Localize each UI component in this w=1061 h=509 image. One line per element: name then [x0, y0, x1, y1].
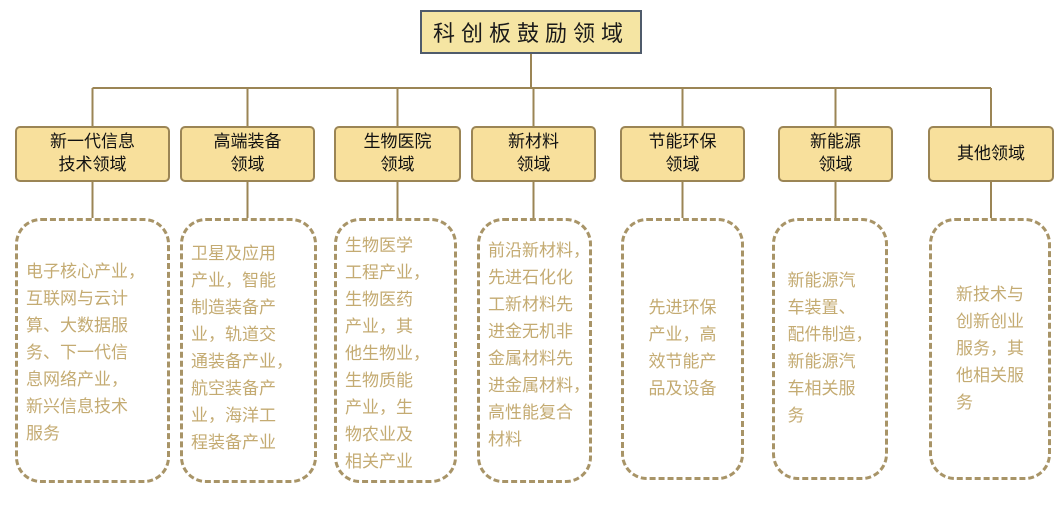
detail-text-line: 服务，其	[956, 338, 1024, 359]
detail-text-line: 先进石化化	[488, 268, 573, 288]
detail-text-line: 物农业及	[345, 425, 413, 445]
detail-box-7: 新技术与创新创业服务，其他相关服务	[929, 218, 1051, 480]
detail-text-line: 程装备产业	[191, 433, 276, 453]
detail-text-line: 创新创业	[956, 311, 1024, 332]
category-node-3: 生物医院领域	[334, 126, 461, 182]
detail-text-line: 前沿新材料，	[488, 241, 590, 261]
detail-text-line: 品及设备	[648, 379, 717, 399]
category-node-7: 其他领域	[928, 126, 1054, 182]
category-label-line: 新材料	[508, 132, 559, 152]
category-label-line: 节能环保	[648, 132, 717, 152]
detail-text-line: 通装备产业，	[191, 352, 293, 372]
detail-text-line: 算、大数据服	[26, 316, 128, 336]
detail-text-line: 制造装备产	[191, 298, 276, 318]
category-label-line: 技术领域	[58, 155, 127, 175]
detail-text-line: 高性能复合	[488, 403, 573, 423]
detail-box-4: 前沿新材料， 先进石化化工新材料先进金无机非金属材料先进金属材料， 高性能复合材料	[477, 218, 592, 483]
detail-text-line: 工程产业，	[345, 263, 430, 283]
detail-text-line: 卫星及应用	[191, 244, 276, 264]
detail-text-line: 先进环保	[648, 298, 717, 318]
detail-text-line: 互联网与云计	[26, 289, 128, 309]
detail-text-line: 务	[956, 392, 973, 413]
detail-text-line: 金属材料先	[488, 349, 573, 369]
category-label-line: 新一代信息	[50, 132, 135, 152]
detail-box-6: 新能源汽车装置、配件制造，新能源汽车相关服务	[772, 218, 888, 480]
detail-text-line: 生物医学	[345, 236, 413, 256]
detail-box-5: 先进环保产业，高效节能产品及设备	[621, 218, 744, 480]
detail-text-line: 配件制造，	[787, 325, 873, 345]
detail-text-line: 产业，生	[345, 398, 413, 418]
category-label-line: 新能源	[810, 132, 861, 152]
detail-text-line: 务、下一代信	[26, 343, 128, 363]
category-label-line: 领域	[230, 155, 265, 175]
detail-text-line: 新能源汽	[787, 271, 856, 291]
detail-text-line: 务	[787, 406, 805, 426]
category-label-line: 其他领域	[957, 143, 1025, 164]
detail-text-line: 产业，高	[648, 325, 717, 345]
detail-text-line: 产业，智能	[191, 271, 276, 291]
category-label-line: 领域	[516, 155, 551, 175]
detail-text-line: 他生物业，	[345, 344, 430, 364]
category-node-1: 新一代信息技术领域	[15, 126, 170, 182]
detail-text-line: 电子核心产业，	[26, 262, 145, 282]
detail-text-line: 息网络产业，	[26, 370, 128, 390]
detail-text-line: 他相关服	[956, 365, 1024, 386]
detail-text-line: 工新材料先	[488, 295, 573, 315]
detail-text-line: 服务	[26, 424, 60, 444]
root-node: 科创板鼓励领域	[420, 10, 642, 54]
category-label-line: 生物医院	[363, 132, 432, 152]
detail-box-3: 生物医学工程产业， 生物医药产业，其他生物业， 生物质能产业，生物农业及相关产业	[334, 218, 457, 483]
detail-text-line: 业，海洋工	[191, 406, 276, 426]
category-label-line: 领域	[380, 155, 415, 175]
category-node-5: 节能环保领域	[620, 126, 745, 182]
detail-text-line: 生物医药	[345, 290, 413, 310]
detail-box-2: 卫星及应用产业，智能制造装备产业，轨道交通装备产业， 航空装备产业，海洋工程装备产…	[180, 218, 317, 483]
category-node-2: 高端装备领域	[180, 126, 315, 182]
category-node-4: 新材料领域	[471, 126, 596, 182]
category-label-line: 领域	[665, 155, 700, 175]
root-label: 科创板鼓励领域	[432, 22, 629, 47]
detail-text-line: 车相关服	[787, 379, 856, 399]
detail-text-line: 相关产业	[345, 452, 413, 472]
detail-text-line: 进金无机非	[488, 322, 573, 342]
detail-text-line: 生物质能	[345, 371, 413, 391]
detail-text-line: 进金属材料，	[488, 376, 590, 396]
detail-text-line: 产业，其	[345, 317, 413, 337]
detail-text-line: 航空装备产	[191, 379, 276, 399]
detail-text-line: 业，轨道交	[191, 325, 276, 345]
detail-box-1: 电子核心产业， 互联网与云计算、大数据服务、下一代信息网络产业， 新兴信息技术服务	[15, 218, 170, 483]
category-node-6: 新能源领域	[778, 126, 893, 182]
detail-text-line: 新能源汽	[787, 352, 856, 372]
detail-text-line: 效节能产	[648, 352, 717, 372]
category-label-line: 领域	[818, 155, 853, 175]
detail-text-line: 材料	[488, 430, 522, 450]
detail-text-line: 车装置、	[787, 298, 856, 318]
category-label-line: 高端装备	[213, 132, 282, 152]
detail-text-line: 新兴信息技术	[26, 397, 128, 417]
detail-text-line: 新技术与	[956, 284, 1024, 305]
